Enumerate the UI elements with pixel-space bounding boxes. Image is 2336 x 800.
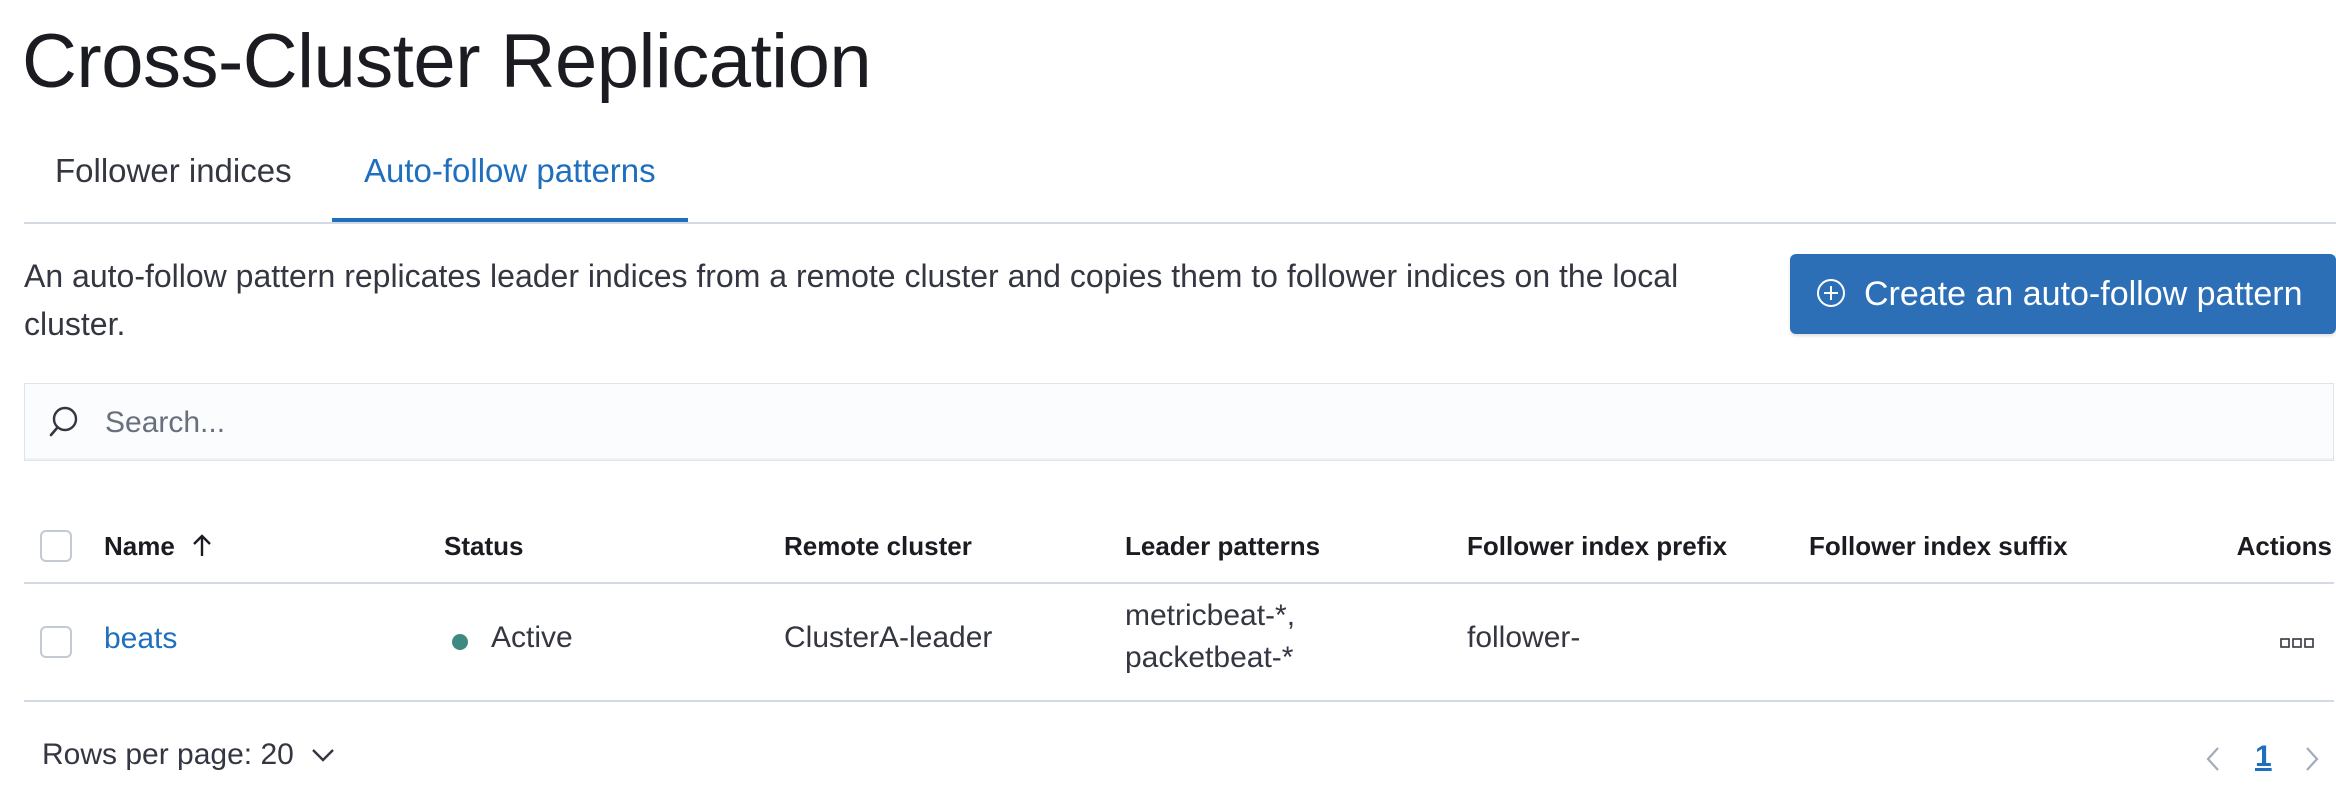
leader-patterns-line-1: metricbeat-*,: [1125, 599, 1296, 632]
page-title: Cross-Cluster Replication: [22, 19, 872, 104]
leader-patterns-line-2: packetbeat-*: [1125, 641, 1294, 674]
page-number-button[interactable]: 1: [2255, 740, 2272, 773]
search-box[interactable]: [24, 383, 2334, 462]
tab-follower-indices[interactable]: Follower indices: [55, 138, 292, 220]
column-header-follower-index-prefix: Follower index prefix: [1467, 531, 1728, 561]
remote-cluster-value: ClusterA-leader: [784, 621, 993, 654]
previous-page-icon[interactable]: [2203, 744, 2223, 774]
column-header-status: Status: [444, 531, 524, 561]
search-icon: [49, 406, 78, 437]
rows-per-page-button[interactable]: Rows per page: 20: [42, 738, 336, 772]
tab-follower-indices-label: Follower indices: [55, 152, 292, 189]
selected-tab-indicator: [332, 218, 688, 222]
status-text: Active: [491, 621, 573, 654]
column-header-follower-index-suffix: Follower index suffix: [1809, 531, 2068, 561]
tab-bar: Follower indices Auto-follow patterns: [24, 138, 2336, 224]
chevron-down-icon: [311, 749, 334, 762]
plus-in-circle-icon: [1817, 279, 1845, 307]
column-header-remote-cluster: Remote cluster: [784, 531, 972, 561]
follower-index-prefix-value: follower-: [1467, 621, 1581, 654]
row-select-checkbox[interactable]: [40, 626, 72, 658]
column-header-leader-patterns: Leader patterns: [1125, 531, 1321, 561]
search-input[interactable]: [103, 384, 2307, 462]
pattern-name-link[interactable]: beats: [104, 622, 178, 655]
more-actions-icon[interactable]: [2280, 637, 2314, 649]
select-all-checkbox[interactable]: [40, 530, 72, 562]
next-page-icon[interactable]: [2302, 744, 2322, 774]
sort-ascending-icon: [193, 534, 211, 556]
column-header-actions: Actions: [2236, 531, 2332, 561]
status-dot-icon: [452, 634, 468, 650]
rows-per-page-label: Rows per page: 20: [42, 738, 294, 771]
tab-auto-follow-patterns-label: Auto-follow patterns: [364, 152, 656, 189]
create-auto-follow-pattern-label: Create an auto-follow pattern: [1864, 275, 2303, 313]
table-header: Name Status Remote cluster Leader patter…: [24, 510, 2334, 584]
table-row: beats Active ClusterA-leader metricbeat-…: [24, 584, 2334, 702]
page-description: An auto-follow pattern replicates leader…: [24, 258, 1679, 342]
column-header-name-label: Name: [104, 531, 175, 561]
column-header-name[interactable]: Name: [104, 510, 214, 582]
tab-auto-follow-patterns[interactable]: Auto-follow patterns: [332, 138, 688, 222]
create-auto-follow-pattern-button[interactable]: Create an auto-follow pattern: [1790, 254, 2336, 334]
